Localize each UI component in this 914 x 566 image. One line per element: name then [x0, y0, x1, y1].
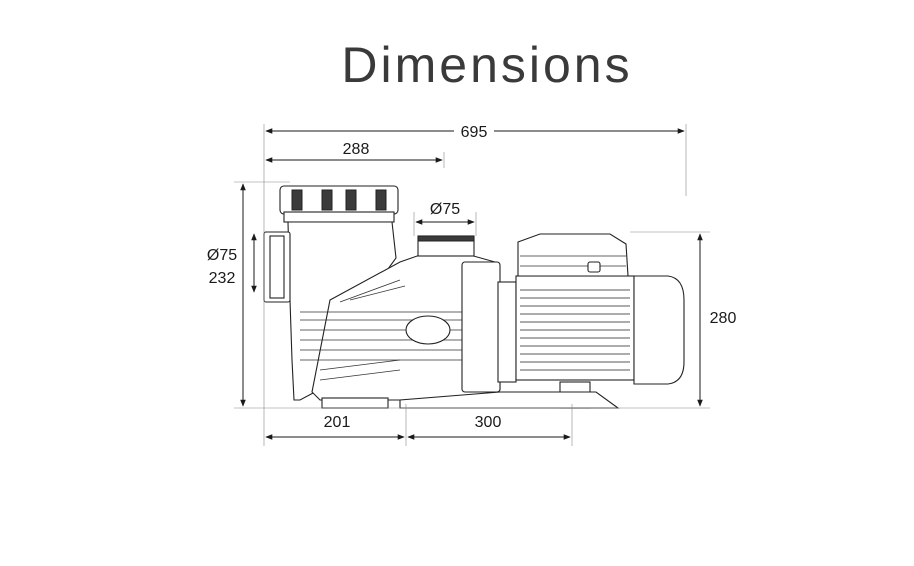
overall-length-label: 695: [461, 124, 488, 141]
inlet-height-label: 232: [209, 270, 236, 287]
prefilter-length-label: 288: [343, 141, 370, 158]
pump-foot: [321, 397, 389, 409]
strainer-lid: [279, 185, 399, 223]
pump-illustration: [263, 185, 685, 409]
dimension-labels: 695 288 Ø75 Ø75 232 280 201 300: [207, 120, 737, 431]
outlet-diameter-label: Ø75: [430, 201, 460, 218]
base-front-label: 201: [324, 414, 351, 431]
extension-lines: [234, 124, 710, 446]
terminal-box: [517, 233, 629, 277]
overall-height-label: 280: [710, 310, 737, 327]
page-title: Dimensions: [341, 37, 633, 93]
motor: [515, 275, 635, 381]
base-rear-label: 300: [475, 414, 502, 431]
inlet-diameter-label: Ø75: [207, 247, 237, 264]
fan-cover: [633, 275, 685, 385]
